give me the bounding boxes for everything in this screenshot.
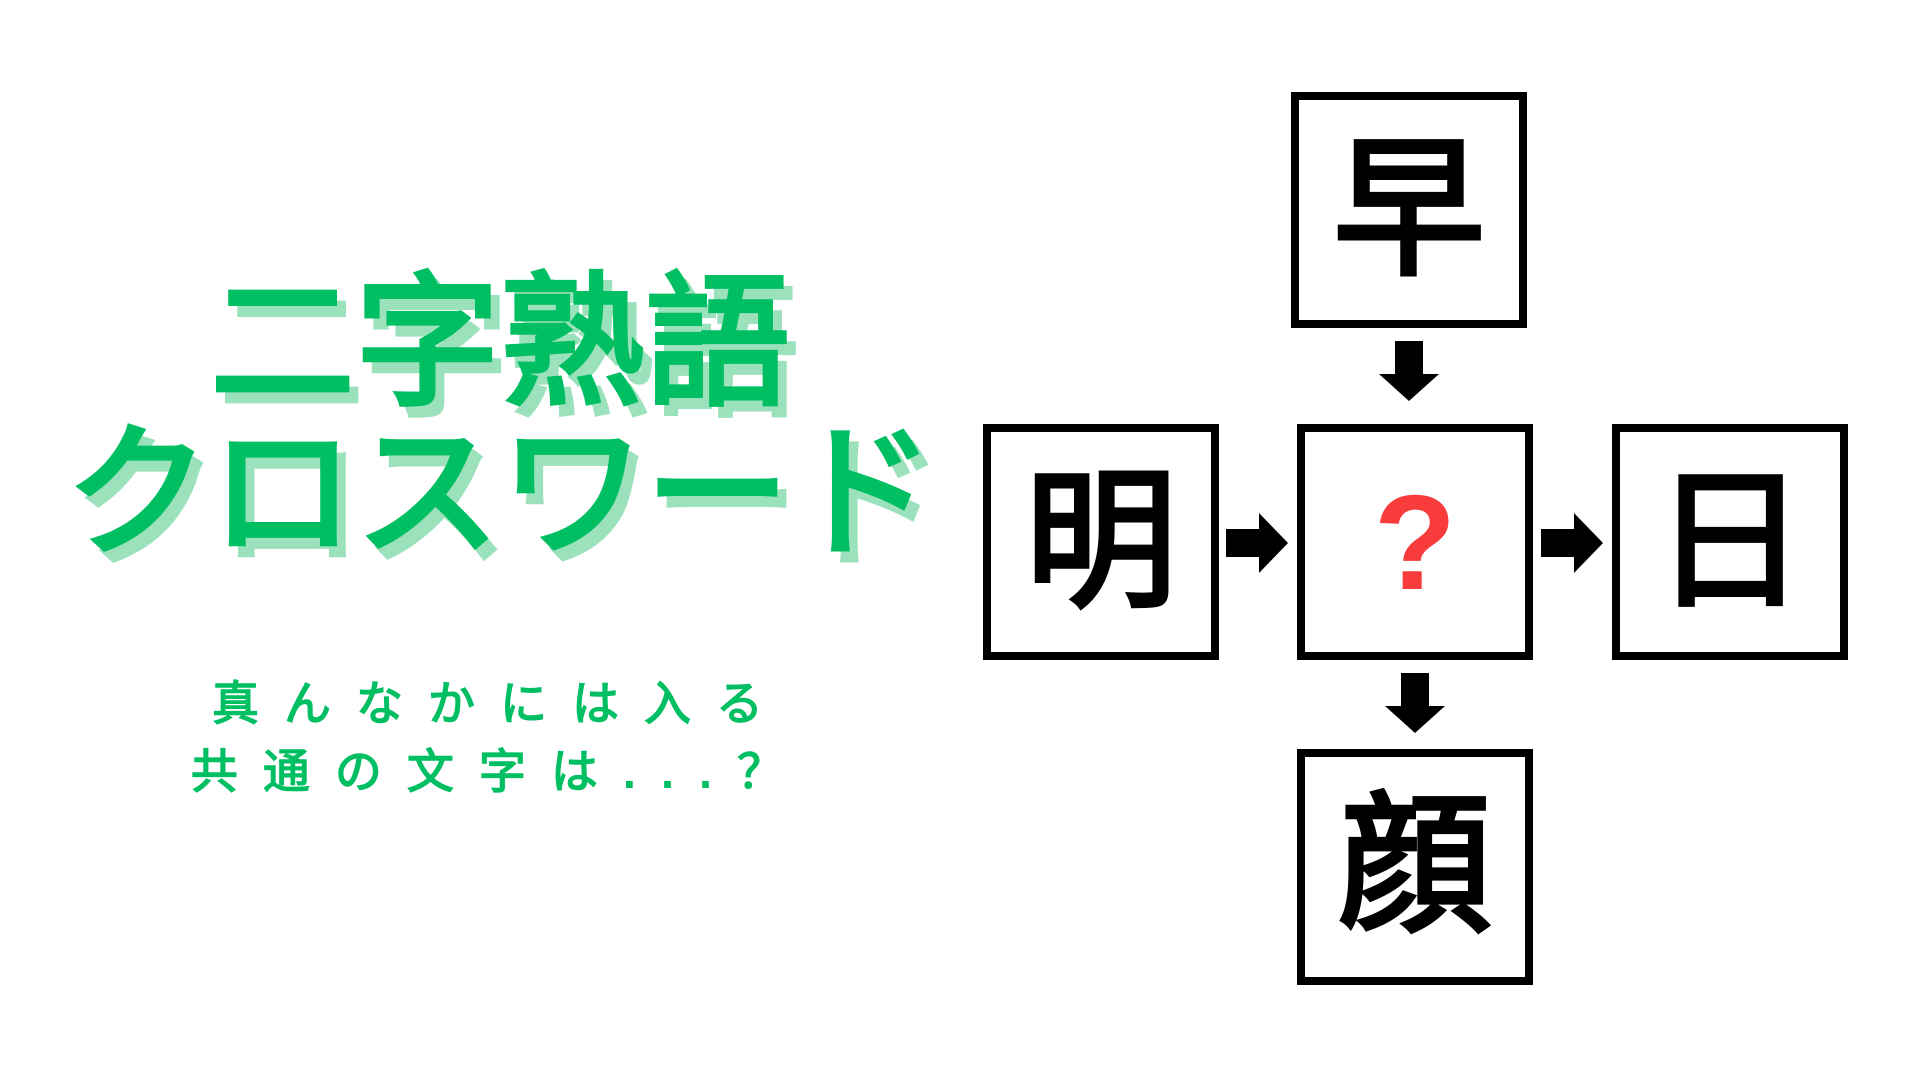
puzzle-cell-bottom: 顔 [1297,749,1533,985]
puzzle-char-left: 明 [1025,457,1177,627]
page-title: 二字熟語 クロスワード [0,268,1000,568]
puzzle-char-right: 日 [1654,457,1806,627]
arrow-down-icon [1385,673,1445,733]
title-line-1: 二字熟語 [210,262,790,424]
arrow-down-icon [1379,341,1439,401]
puzzle-cell-left: 明 [983,424,1219,660]
subtitle-line-2: 共通の文字は...？ [190,745,810,798]
subtitle-line-1: 真んなかには入る [212,677,788,730]
puzzle-cell-top: 早 [1291,92,1527,328]
arrow-right-icon [1226,513,1288,573]
subtitle-hint: 真んなかには入る 共通の文字は...？ [0,670,1000,806]
puzzle-char-bottom: 顔 [1339,782,1491,952]
puzzle-cell-right: 日 [1612,424,1848,660]
arrow-right-icon [1541,513,1603,573]
question-mark: ? [1373,466,1457,618]
puzzle-cell-center-unknown: ? [1297,424,1533,660]
title-line-2: クロスワード [65,412,935,574]
puzzle-char-top: 早 [1333,125,1485,295]
